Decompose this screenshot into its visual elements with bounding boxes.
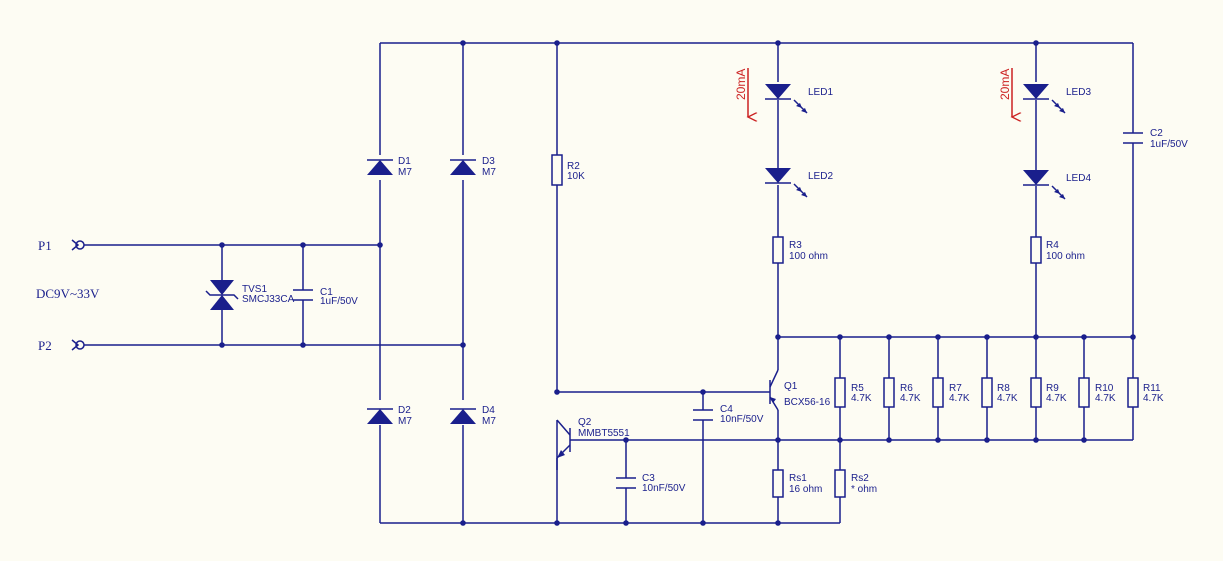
diode-d3[interactable]: D3 M7 bbox=[450, 156, 496, 178]
resistor-r11[interactable]: R11 4.7K bbox=[1127, 377, 1164, 408]
led4[interactable]: LED4 bbox=[1023, 170, 1091, 200]
resistor-r3[interactable]: R3 100 ohm bbox=[772, 236, 828, 264]
svg-text:D3: D3 bbox=[482, 156, 495, 167]
svg-text:LED3: LED3 bbox=[1066, 87, 1091, 98]
svg-text:M7: M7 bbox=[482, 416, 496, 427]
diode-d2[interactable]: D2 M7 bbox=[367, 405, 412, 427]
supply-voltage-label: DC9V~33V bbox=[36, 286, 100, 301]
capacitor-c3[interactable]: C3 10nF/50V bbox=[616, 473, 686, 494]
led3[interactable]: LED3 bbox=[1023, 84, 1091, 114]
svg-text:BCX56-16: BCX56-16 bbox=[784, 397, 831, 408]
svg-text:4.7K: 4.7K bbox=[1095, 393, 1116, 404]
svg-text:C4: C4 bbox=[720, 404, 733, 415]
svg-text:D2: D2 bbox=[398, 405, 411, 416]
resistor-r10[interactable]: R10 4.7K bbox=[1078, 377, 1116, 408]
svg-text:R9: R9 bbox=[1046, 383, 1059, 394]
svg-text:1uF/50V: 1uF/50V bbox=[1150, 139, 1188, 150]
capacitor-c4[interactable]: C4 10nF/50V bbox=[693, 404, 764, 425]
resistor-r6[interactable]: R6 4.7K bbox=[883, 377, 921, 408]
led1[interactable]: LED1 bbox=[765, 84, 833, 114]
svg-text:LED1: LED1 bbox=[808, 87, 833, 98]
svg-text:R10: R10 bbox=[1095, 383, 1114, 394]
svg-text:LED2: LED2 bbox=[808, 171, 833, 182]
resistor-r2[interactable]: R2 10K bbox=[551, 154, 585, 186]
resistor-r4[interactable]: R4 100 ohm bbox=[1030, 236, 1085, 264]
svg-text:C3: C3 bbox=[642, 473, 655, 484]
svg-text:R5: R5 bbox=[851, 383, 864, 394]
svg-text:MMBT5551: MMBT5551 bbox=[578, 428, 630, 439]
svg-text:Rs2: Rs2 bbox=[851, 473, 869, 484]
current-arrow-2: 20mA bbox=[998, 68, 1012, 117]
svg-text:M7: M7 bbox=[482, 167, 496, 178]
svg-text:20mA: 20mA bbox=[998, 69, 1012, 100]
svg-text:100 ohm: 100 ohm bbox=[1046, 251, 1085, 262]
svg-text:R2: R2 bbox=[567, 161, 580, 172]
svg-text:LED4: LED4 bbox=[1066, 173, 1091, 184]
svg-text:TVS1: TVS1 bbox=[242, 284, 267, 295]
svg-text:4.7K: 4.7K bbox=[997, 393, 1018, 404]
port-p1[interactable]: P1 bbox=[38, 238, 85, 253]
svg-text:20mA: 20mA bbox=[734, 69, 748, 100]
svg-text:10K: 10K bbox=[567, 171, 585, 182]
transistor-q2[interactable]: Q2 MMBT5551 bbox=[556, 417, 630, 470]
svg-text:SMCJ33CA: SMCJ33CA bbox=[242, 294, 295, 305]
svg-text:R6: R6 bbox=[900, 383, 913, 394]
port-p2[interactable]: P2 bbox=[38, 338, 85, 353]
svg-text:C1: C1 bbox=[320, 287, 333, 298]
tvs1[interactable]: TVS1 SMCJ33CA bbox=[205, 280, 295, 310]
svg-text:1uF/50V: 1uF/50V bbox=[320, 296, 358, 307]
resistor-r5[interactable]: R5 4.7K bbox=[834, 377, 872, 408]
svg-text:R7: R7 bbox=[949, 383, 962, 394]
wires bbox=[84, 42, 1134, 524]
svg-text:4.7K: 4.7K bbox=[1143, 393, 1164, 404]
svg-text:Q2: Q2 bbox=[578, 417, 592, 428]
svg-text:4.7K: 4.7K bbox=[900, 393, 921, 404]
resistor-r9[interactable]: R9 4.7K bbox=[1030, 377, 1067, 408]
current-arrow-1: 20mA bbox=[734, 68, 748, 117]
svg-text:4.7K: 4.7K bbox=[1046, 393, 1067, 404]
resistor-rs1[interactable]: Rs1 16 ohm bbox=[772, 469, 822, 498]
svg-text:Q1: Q1 bbox=[784, 381, 798, 392]
svg-text:4.7K: 4.7K bbox=[851, 393, 872, 404]
resistor-r7[interactable]: R7 4.7K bbox=[932, 377, 970, 408]
resistor-rs2[interactable]: Rs2 * ohm bbox=[834, 469, 877, 498]
svg-text:C2: C2 bbox=[1150, 128, 1163, 139]
port-p1-label: P1 bbox=[38, 238, 52, 253]
svg-text:D1: D1 bbox=[398, 156, 411, 167]
svg-text:4.7K: 4.7K bbox=[949, 393, 970, 404]
port-p2-label: P2 bbox=[38, 338, 52, 353]
svg-text:Rs1: Rs1 bbox=[789, 473, 807, 484]
svg-text:* ohm: * ohm bbox=[851, 484, 877, 495]
svg-text:D4: D4 bbox=[482, 405, 495, 416]
svg-text:10nF/50V: 10nF/50V bbox=[642, 483, 686, 494]
svg-text:R3: R3 bbox=[789, 240, 802, 251]
svg-text:R4: R4 bbox=[1046, 240, 1059, 251]
capacitor-c2[interactable]: C2 1uF/50V bbox=[1123, 128, 1188, 150]
svg-text:M7: M7 bbox=[398, 416, 412, 427]
svg-text:16 ohm: 16 ohm bbox=[789, 484, 822, 495]
resistor-r8[interactable]: R8 4.7K bbox=[981, 377, 1018, 408]
svg-text:M7: M7 bbox=[398, 167, 412, 178]
diode-d1[interactable]: D1 M7 bbox=[367, 156, 412, 178]
diode-d4[interactable]: D4 M7 bbox=[450, 405, 496, 427]
svg-text:R8: R8 bbox=[997, 383, 1010, 394]
junction-dots bbox=[219, 40, 1136, 526]
svg-text:R11: R11 bbox=[1143, 383, 1161, 394]
svg-text:10nF/50V: 10nF/50V bbox=[720, 414, 764, 425]
svg-text:100 ohm: 100 ohm bbox=[789, 251, 828, 262]
led2[interactable]: LED2 bbox=[765, 168, 833, 198]
transistor-q1[interactable]: Q1 BCX56-16 bbox=[769, 369, 831, 411]
capacitor-c1[interactable]: C1 1uF/50V bbox=[293, 287, 358, 307]
